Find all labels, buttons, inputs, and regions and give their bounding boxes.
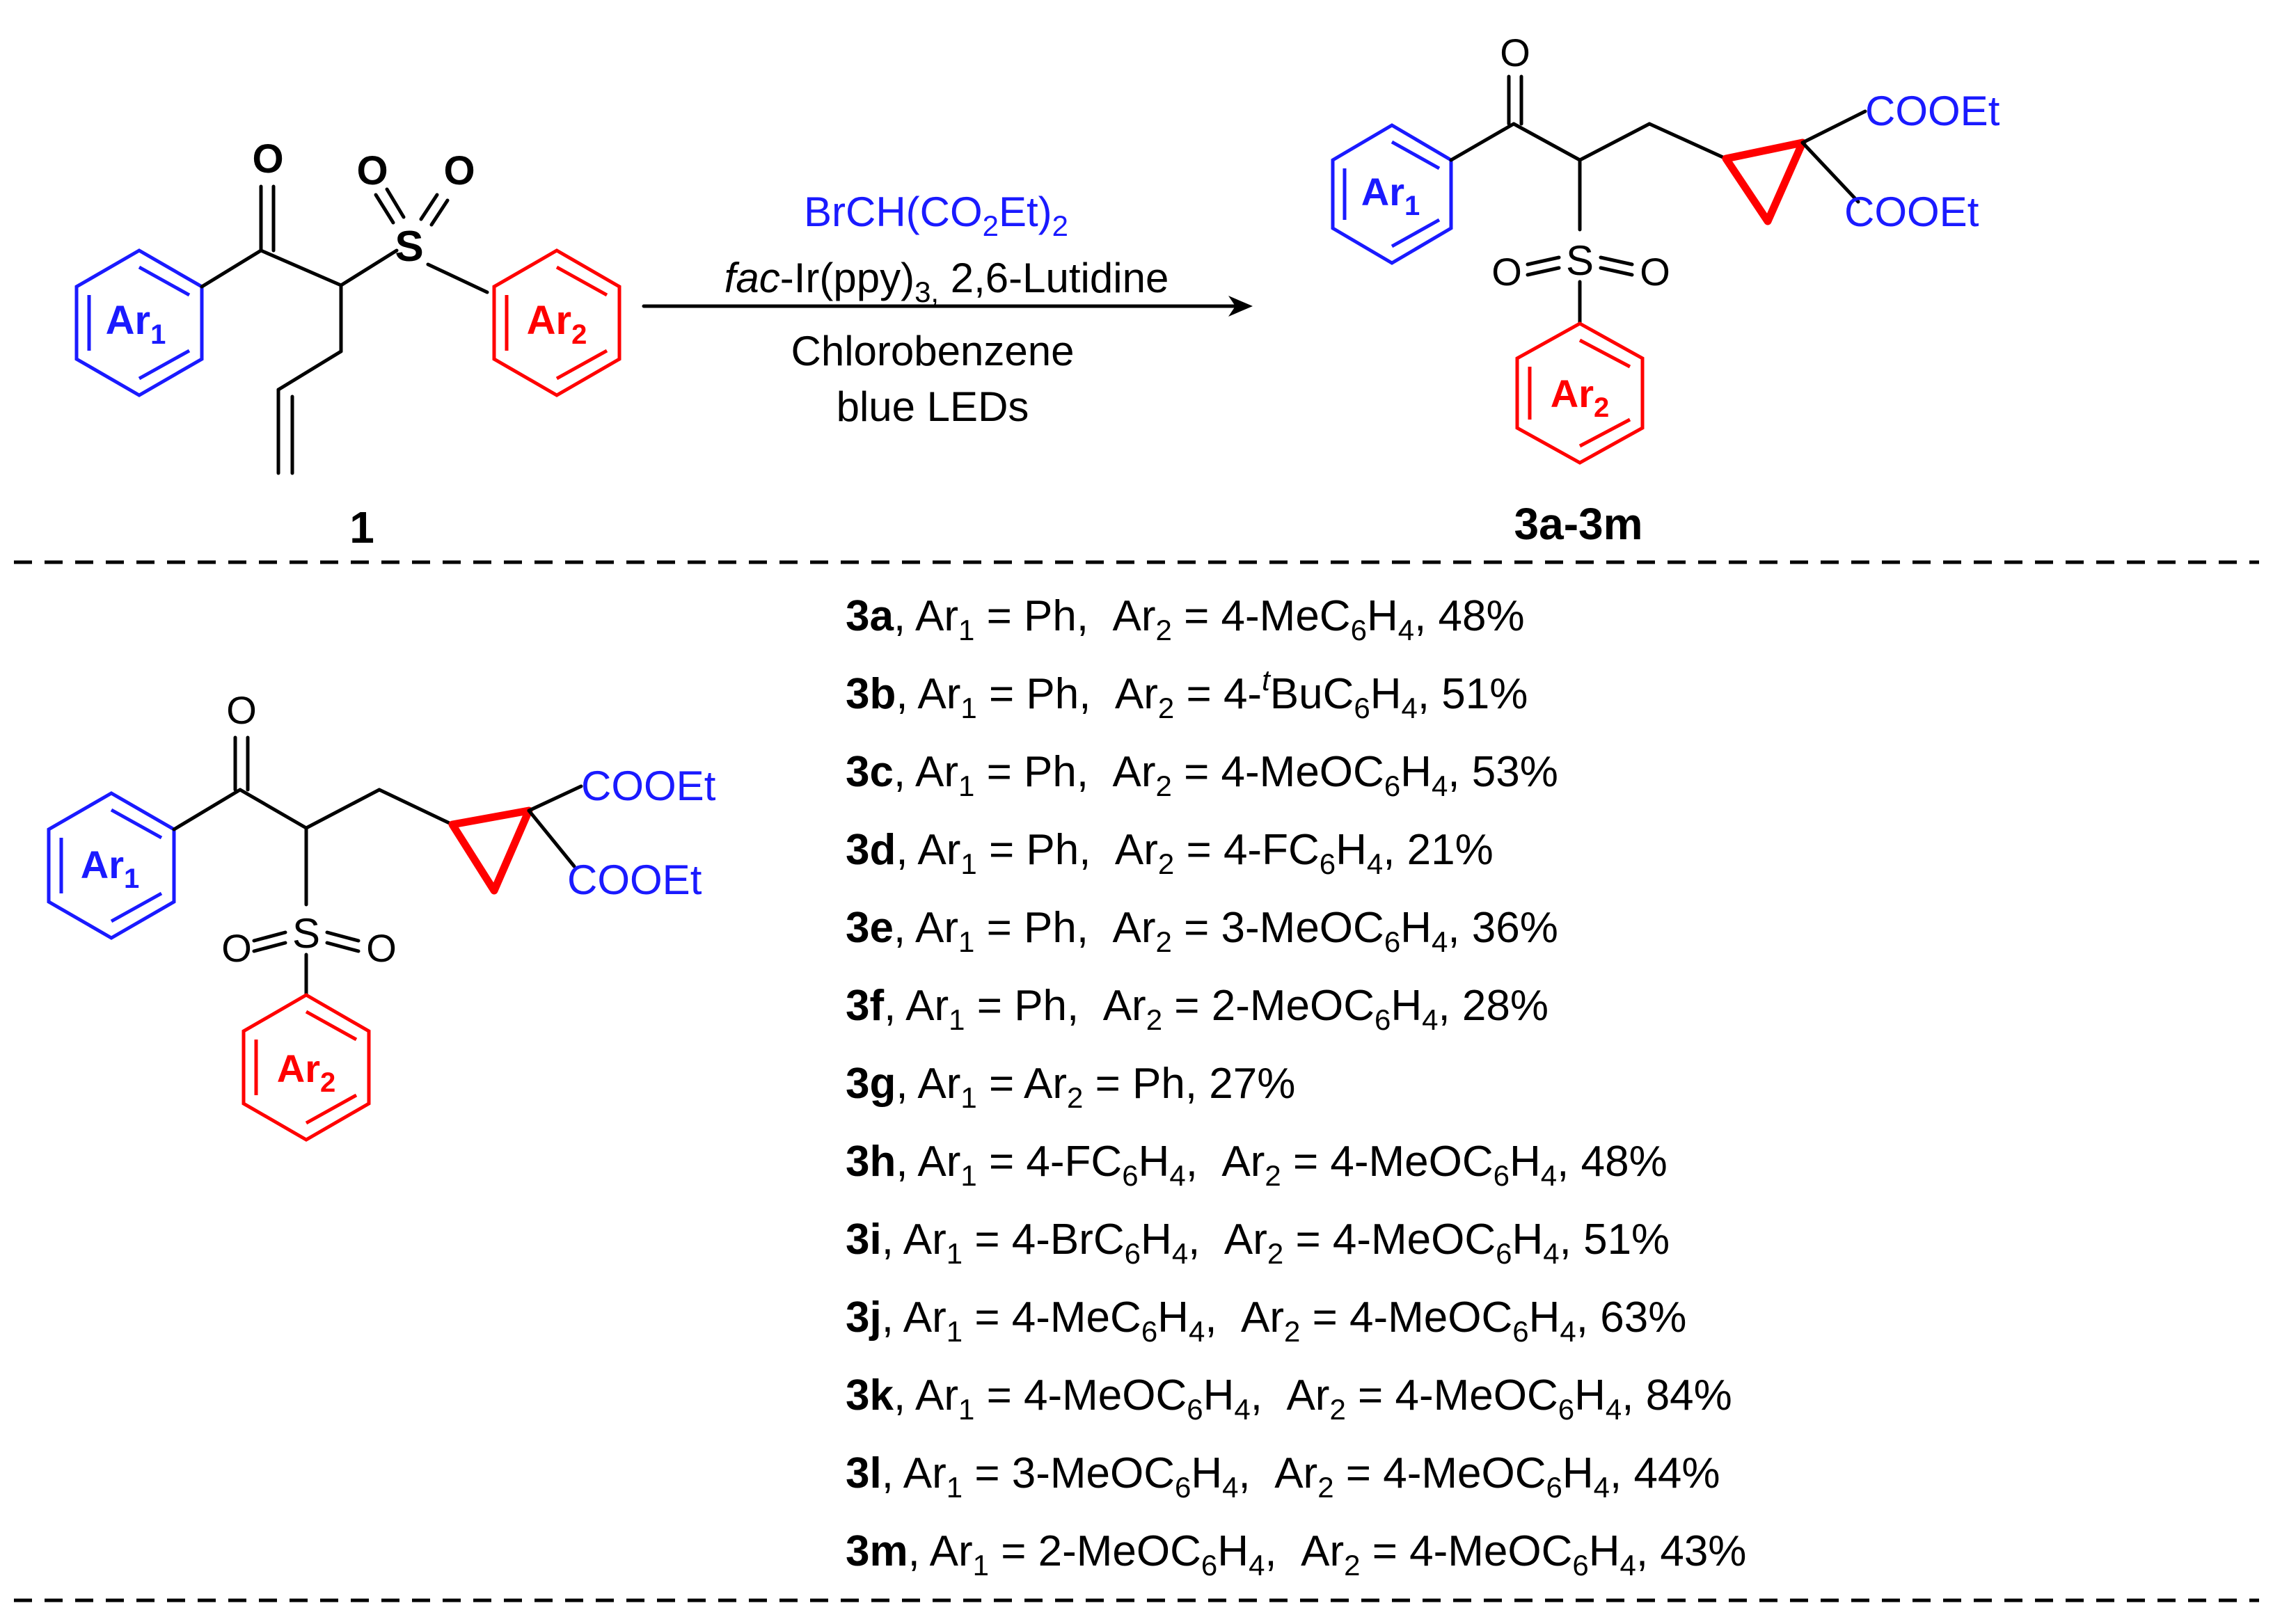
compound-id: 3m xyxy=(846,1527,908,1575)
product-ester-2: COOEt xyxy=(1844,189,1979,235)
compound-id: 3e xyxy=(846,904,894,952)
ar2-label: Ar2 xyxy=(527,298,587,350)
result-row-3k: 3k, Ar1 = 4-MeOC6H4, Ar2 = 4-MeOC6H4, 84… xyxy=(846,1371,1732,1426)
result-row-3h: 3h, Ar1 = 4-FC6H4, Ar2 = 4-MeOC6H4, 48% xyxy=(846,1138,1668,1192)
product-sulfonyl-oxygen-2: O xyxy=(1640,250,1670,294)
product-range: 3a-3m xyxy=(1514,499,1643,549)
result-row-3e: 3e, Ar1 = Ph, Ar2 = 3-MeOC6H4, 36% xyxy=(846,904,1558,958)
reactant-structure: Ar1 O S O O Ar2 xyxy=(74,136,621,475)
result-row-3a: 3a, Ar1 = Ph, Ar2 = 4-MeC6H4, 48% xyxy=(846,592,1525,646)
compound-id: 3d xyxy=(846,826,896,874)
compound-id: 3k xyxy=(846,1371,894,1419)
compound-id: 3h xyxy=(846,1138,896,1186)
compound-id: 3g xyxy=(846,1060,896,1108)
compound-id: 3a xyxy=(846,592,894,640)
light-label: blue LEDs xyxy=(837,383,1029,430)
reaction-arrow xyxy=(642,296,1253,317)
product-structure-top: Ar1 O COOEt COOEt S O O Ar2 xyxy=(1331,31,2000,465)
product-sulfur: S xyxy=(1566,237,1594,284)
solvent-label: Chlorobenzene xyxy=(791,328,1075,374)
product-structure-general: Ar1 O COOEt COOEt S O O Ar2 xyxy=(47,688,716,1142)
product-ar1-label: Ar1 xyxy=(1361,170,1420,221)
result-row-3d: 3d, Ar1 = Ph, Ar2 = 4-FC6H4, 21% xyxy=(846,826,1494,880)
general-sulfonyl-oxygen-2: O xyxy=(366,926,397,970)
result-row-3g: 3g, Ar1 = Ar2 = Ph, 27% xyxy=(846,1060,1296,1114)
general-ar1-label: Ar1 xyxy=(81,843,139,894)
product-ar2-ring xyxy=(1515,321,1645,465)
compound-id: 3c xyxy=(846,748,894,796)
result-row-3f: 3f, Ar1 = Ph, Ar2 = 2-MeOC6H4, 28% xyxy=(846,982,1549,1036)
general-ester-2: COOEt xyxy=(567,857,702,903)
product-sulfonyl-oxygen-1: O xyxy=(1491,250,1522,294)
result-row-3b: 3b, Ar1 = Ph, Ar2 = 4-tBuC6H4, 51% xyxy=(846,664,1528,724)
compound-id: 3i xyxy=(846,1216,882,1264)
compound-id: 3f xyxy=(846,982,885,1030)
result-row-3i: 3i, Ar1 = 4-BrC6H4, Ar2 = 4-MeOC6H4, 51% xyxy=(846,1216,1670,1270)
ketone-oxygen: O xyxy=(252,136,283,182)
result-row-3m: 3m, Ar1 = 2-MeOC6H4, Ar2 = 4-MeOC6H4, 43… xyxy=(846,1527,1747,1582)
general-sulfur: S xyxy=(292,910,320,957)
product-ester-1: COOEt xyxy=(1865,88,2000,134)
general-ketone-oxygen: O xyxy=(226,688,257,732)
general-sulfonyl-oxygen-1: O xyxy=(221,926,252,970)
result-row-3j: 3j, Ar1 = 4-MeC6H4, Ar2 = 4-MeOC6H4, 63% xyxy=(846,1293,1687,1348)
general-ar2-ring xyxy=(241,993,371,1142)
sulfonyl-oxygen-1: O xyxy=(356,148,388,193)
reactant-number: 1 xyxy=(349,502,374,552)
general-ar2-label: Ar2 xyxy=(277,1046,335,1098)
ar2-ring xyxy=(492,248,621,397)
ar1-label: Ar1 xyxy=(106,298,166,350)
result-row-3c: 3c, Ar1 = Ph, Ar2 = 4-MeOC6H4, 53% xyxy=(846,748,1558,802)
reagent-label: BrCH(CO2Et)2 xyxy=(804,189,1068,242)
product-ar2-label: Ar2 xyxy=(1551,372,1609,423)
general-ester-1: COOEt xyxy=(581,763,716,809)
product-ketone-oxygen: O xyxy=(1500,31,1530,74)
result-row-3l: 3l, Ar1 = 3-MeOC6H4, Ar2 = 4-MeOC6H4, 44… xyxy=(846,1449,1720,1504)
sulfur-atom: S xyxy=(395,223,423,271)
compound-id: 3j xyxy=(846,1293,882,1342)
compound-id: 3l xyxy=(846,1449,882,1497)
catalyst-label: fac-Ir(ppy)3, 2,6-Lutidine xyxy=(724,255,1169,308)
sulfonyl-oxygen-2: O xyxy=(443,148,475,193)
compound-id: 3b xyxy=(846,670,896,718)
